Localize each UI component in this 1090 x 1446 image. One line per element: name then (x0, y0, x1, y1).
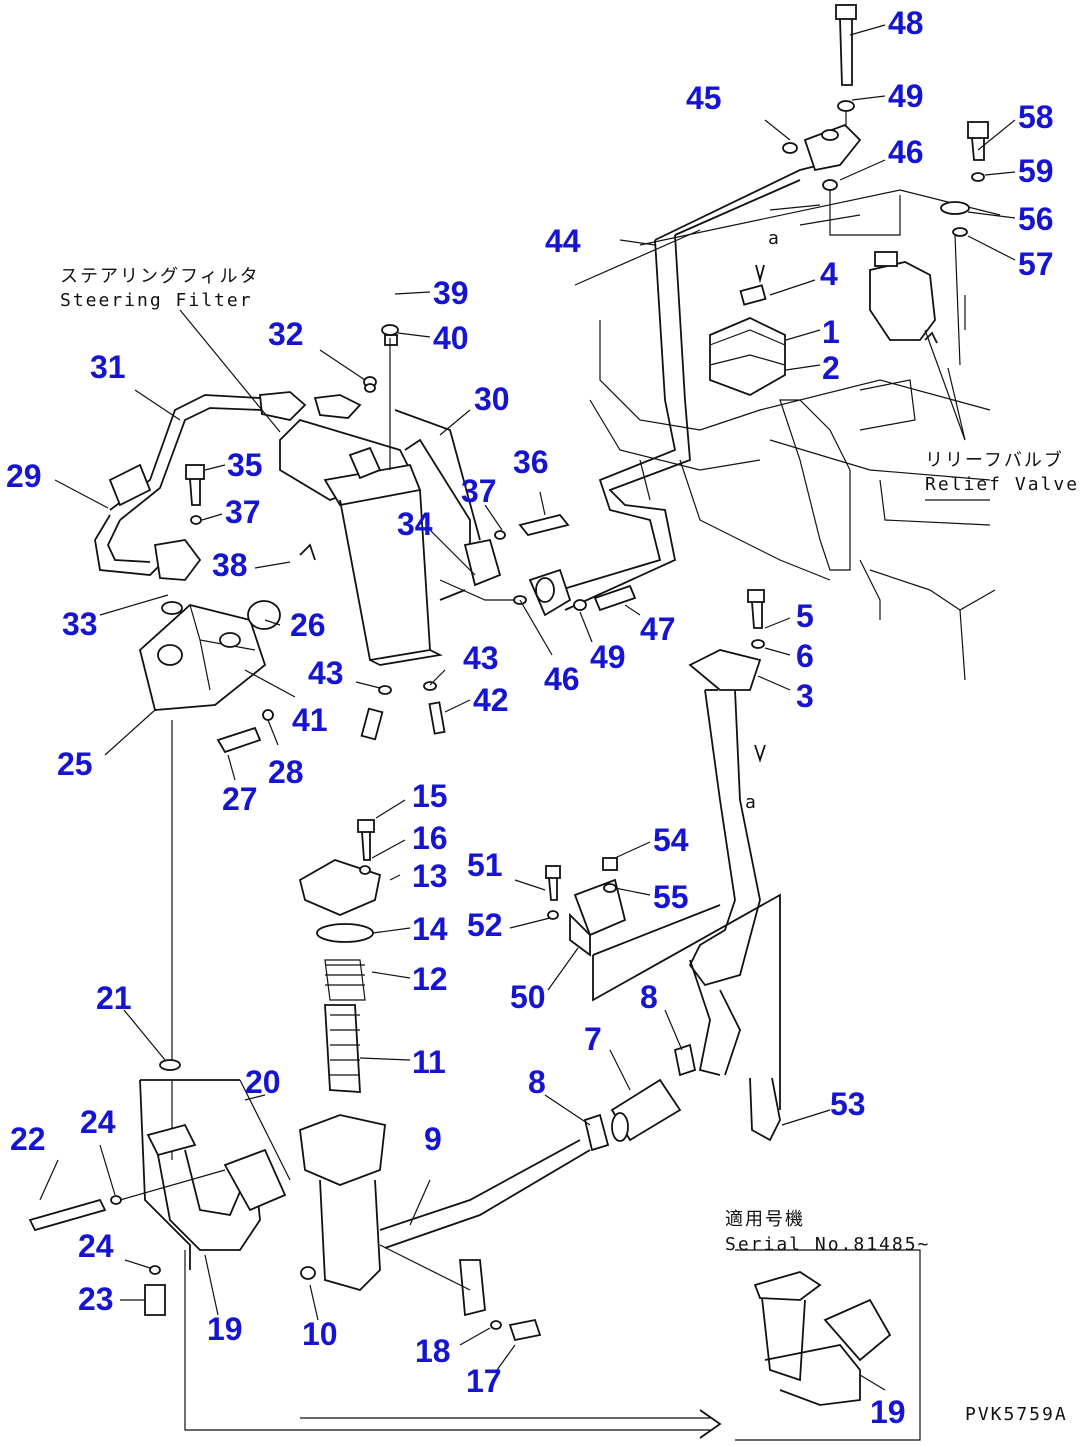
part-number-38[interactable]: 38 (212, 547, 248, 583)
part-number-23[interactable]: 23 (78, 1281, 114, 1317)
part-number-51[interactable]: 51 (467, 847, 503, 883)
part-number-53[interactable]: 53 (830, 1086, 866, 1122)
part-number-50[interactable]: 50 (510, 979, 546, 1015)
part-number-52[interactable]: 52 (467, 907, 503, 943)
part-number-36[interactable]: 36 (513, 444, 549, 480)
part-number-3[interactable]: 3 (796, 678, 814, 714)
drawing-code: PVK5759A (965, 1404, 1068, 1425)
part-number-18[interactable]: 18 (415, 1333, 451, 1369)
part-number-29[interactable]: 29 (6, 458, 42, 494)
part-number-2[interactable]: 2 (822, 350, 840, 386)
part-number-17[interactable]: 17 (466, 1363, 502, 1399)
part-number-47[interactable]: 47 (640, 611, 676, 647)
part-number-39[interactable]: 39 (433, 275, 469, 311)
part-number-55[interactable]: 55 (653, 879, 689, 915)
part-number-43[interactable]: 43 (463, 640, 499, 676)
relief-valve-label-en: Relief Valve (925, 474, 1079, 495)
part-number-46[interactable]: 46 (544, 661, 580, 697)
part-number-19[interactable]: 19 (870, 1394, 906, 1430)
part-number-24[interactable]: 24 (78, 1228, 114, 1264)
part-number-37[interactable]: 37 (461, 473, 497, 509)
part-number-35[interactable]: 35 (227, 447, 263, 483)
part-number-16[interactable]: 16 (412, 820, 448, 856)
part-number-32[interactable]: 32 (268, 316, 304, 352)
serial-label-en: Serial No.81485~ (725, 1234, 930, 1255)
part-number-58[interactable]: 58 (1018, 99, 1054, 135)
steering-filter-label-en: Steering Filter (60, 290, 253, 311)
part-number-12[interactable]: 12 (412, 961, 448, 997)
part-number-34[interactable]: 34 (397, 506, 433, 542)
line-art (28, 4, 1001, 1441)
ref-a-mid: a (745, 792, 758, 813)
steering-filter-label-jp: ステアリングフィルタ (60, 266, 260, 287)
leader-lines (39, 24, 1016, 1391)
part-numbers: 48 49 45 46 58 59 56 57 44 4 1 2 39 40 3… (6, 5, 1054, 1430)
part-number-25[interactable]: 25 (57, 746, 93, 782)
part-number-11[interactable]: 11 (412, 1044, 446, 1080)
part-number-46[interactable]: 46 (888, 134, 924, 170)
part-number-43[interactable]: 43 (308, 655, 344, 691)
part-number-49[interactable]: 49 (590, 639, 626, 675)
part-number-26[interactable]: 26 (290, 607, 326, 643)
part-number-6[interactable]: 6 (796, 638, 814, 674)
part-number-40[interactable]: 40 (433, 320, 469, 356)
part-number-42[interactable]: 42 (473, 682, 509, 718)
part-number-28[interactable]: 28 (268, 754, 304, 790)
part-number-8[interactable]: 8 (640, 979, 658, 1015)
part-number-41[interactable]: 41 (292, 702, 328, 738)
part-number-48[interactable]: 48 (888, 5, 924, 41)
text-labels: ステアリングフィルタ Steering Filter リリーフバルブ Relie… (60, 228, 1079, 1425)
relief-valve-label-jp: リリーフバルブ (925, 449, 1064, 471)
part-number-19[interactable]: 19 (207, 1311, 243, 1347)
part-number-1[interactable]: 1 (822, 314, 840, 350)
part-number-44[interactable]: 44 (545, 223, 581, 259)
part-number-9[interactable]: 9 (424, 1121, 442, 1157)
part-number-20[interactable]: 20 (245, 1064, 281, 1100)
serial-label-jp: 適用号機 (725, 1209, 805, 1230)
part-number-24[interactable]: 24 (80, 1104, 116, 1140)
part-number-8[interactable]: 8 (528, 1064, 546, 1100)
part-number-4[interactable]: 4 (820, 256, 838, 292)
part-number-21[interactable]: 21 (96, 980, 132, 1016)
part-number-37[interactable]: 37 (225, 494, 261, 530)
part-number-59[interactable]: 59 (1018, 153, 1054, 189)
part-number-49[interactable]: 49 (888, 78, 924, 114)
part-number-56[interactable]: 56 (1018, 201, 1054, 237)
part-number-27[interactable]: 27 (222, 781, 258, 817)
part-number-31[interactable]: 31 (90, 349, 126, 385)
part-number-13[interactable]: 13 (412, 858, 448, 894)
part-number-30[interactable]: 30 (474, 381, 510, 417)
part-number-10[interactable]: 10 (302, 1316, 338, 1352)
part-number-7[interactable]: 7 (584, 1021, 602, 1057)
part-number-5[interactable]: 5 (796, 598, 814, 634)
part-number-57[interactable]: 57 (1018, 246, 1054, 282)
part-number-54[interactable]: 54 (653, 822, 689, 858)
part-number-45[interactable]: 45 (686, 80, 722, 116)
part-number-22[interactable]: 22 (10, 1121, 46, 1157)
part-number-15[interactable]: 15 (412, 778, 448, 814)
part-number-14[interactable]: 14 (412, 911, 448, 947)
ref-a-top: a (768, 228, 781, 249)
part-number-33[interactable]: 33 (62, 606, 98, 642)
